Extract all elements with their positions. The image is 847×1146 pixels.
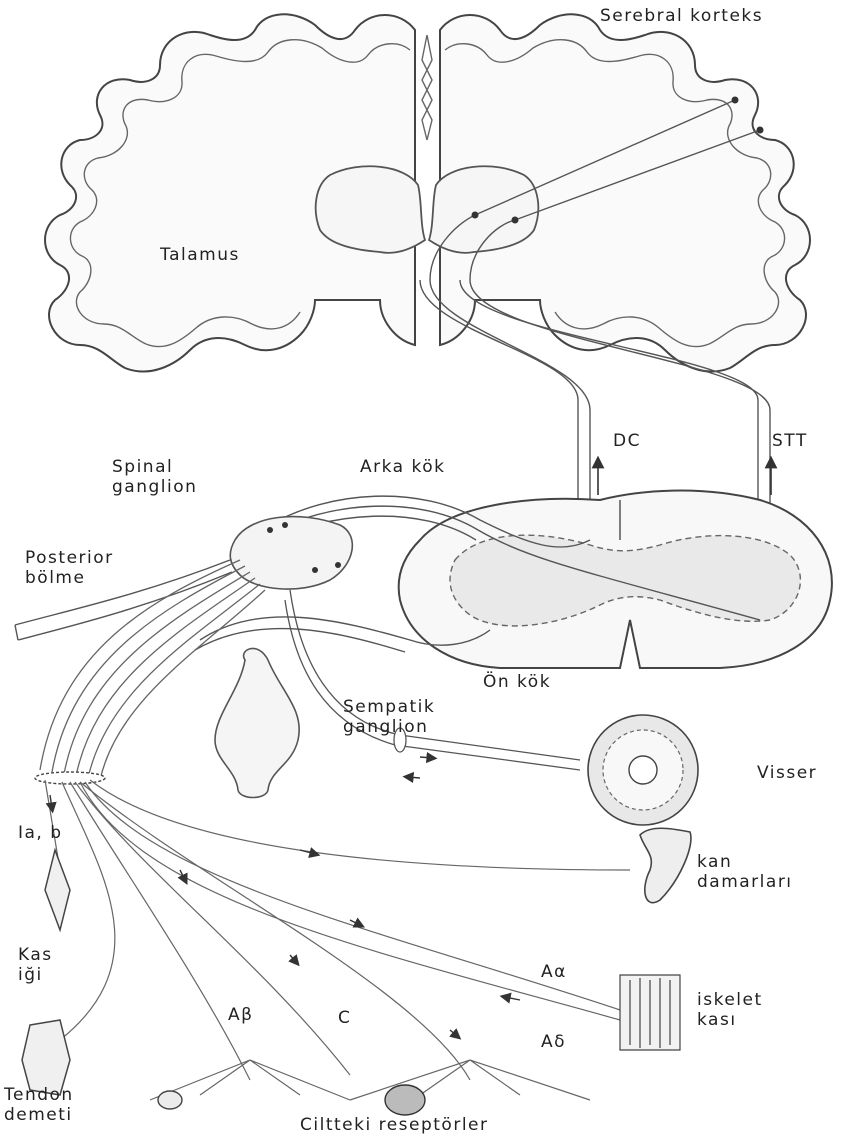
- label-fiber-a-delta: Aδ: [541, 1032, 566, 1052]
- longitudinal-fissure: [422, 35, 432, 140]
- skin-receptor-1: [158, 1091, 182, 1109]
- thalamic-relay-neuron-1: [472, 212, 479, 219]
- viscera-shape: [588, 715, 698, 825]
- label-muscle-spindle: Kas iği: [18, 945, 53, 985]
- fiber-a-beta: [70, 782, 250, 1080]
- label-posterior-division: Posterior bölme: [25, 548, 114, 588]
- sympathetic-ganglion-shape: [215, 648, 299, 797]
- fiber-c: [75, 782, 350, 1075]
- blood-vessels-shape: [640, 828, 691, 902]
- skin-receptor-2: [385, 1085, 425, 1115]
- thalamic-relay-neuron-2: [512, 217, 519, 224]
- label-stt: STT: [772, 431, 808, 451]
- label-dc: DC: [613, 431, 641, 451]
- label-cerebral-cortex: Serebral korteks: [600, 6, 763, 26]
- label-fiber-a-beta: Aβ: [228, 1005, 253, 1025]
- label-ventral-root: Ön kök: [483, 672, 551, 692]
- fiber-a-delta: [80, 782, 470, 1080]
- label-skeletal-muscle: iskelet kası: [697, 990, 763, 1030]
- label-fiber-a-alpha: Aα: [541, 962, 567, 982]
- label-skin-receptors: Ciltteki reseptörler: [300, 1115, 489, 1135]
- label-viscera: Visser: [757, 763, 817, 783]
- label-dorsal-root: Arka kök: [360, 457, 445, 477]
- skeletal-muscle-shape: [620, 975, 680, 1050]
- label-fiber-ia-b: Ia, b: [18, 823, 63, 843]
- cortical-neuron-1: [732, 97, 739, 104]
- muscle-spindle-shape: [45, 850, 70, 930]
- tendon-organ-shape: [22, 1020, 70, 1095]
- label-spinal-ganglion: Spinal ganglion: [112, 457, 197, 497]
- label-sympathetic-ganglion: Sempatik ganglion: [343, 697, 435, 737]
- fiber-to-blood-vessels: [90, 780, 630, 870]
- label-tendon-organ: Tendon demeti: [4, 1085, 74, 1125]
- label-blood-vessels: kan damarları: [697, 852, 793, 892]
- spinal-ganglion-shape: [230, 517, 352, 589]
- spinal-cord-section: [399, 491, 832, 668]
- label-thalamus: Talamus: [160, 245, 240, 265]
- fiber-to-skeletal-muscle-a: [85, 782, 620, 1010]
- cortical-neuron-2: [757, 127, 764, 134]
- label-fiber-c: C: [338, 1008, 351, 1028]
- thalamus-shape: [316, 166, 539, 253]
